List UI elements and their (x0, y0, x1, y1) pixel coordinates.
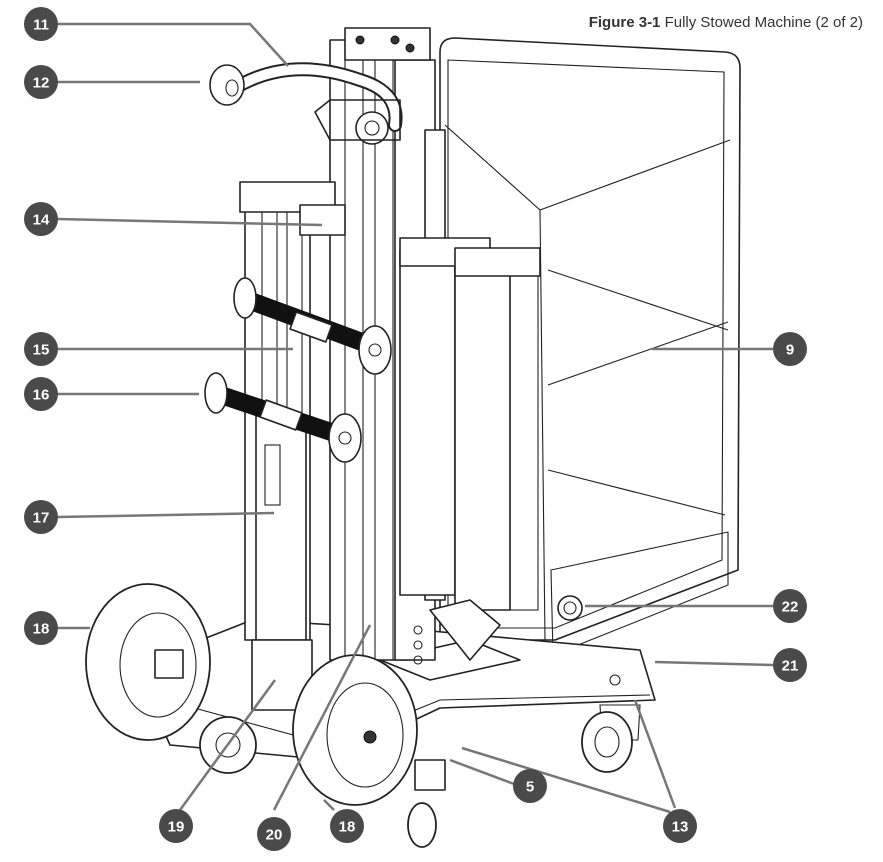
handle-assembly (209, 62, 403, 145)
callout-15-number: 15 (33, 342, 50, 359)
callout-16-number: 16 (33, 387, 50, 404)
callout-16: 16 (24, 377, 58, 411)
figure-label: Figure 3-1 (588, 14, 661, 31)
leader-5 (449, 758, 515, 786)
leader-20 (272, 624, 372, 811)
roller-bar-upper (233, 277, 392, 375)
roller-bar-lower (204, 372, 362, 463)
leader-18b (323, 799, 335, 811)
callout-12: 12 (24, 65, 58, 99)
callout-21-number: 21 (782, 658, 799, 675)
leader-11 (58, 22, 289, 67)
platform-basket (439, 37, 741, 656)
callout-18-front-wheel: 18 (330, 809, 364, 843)
callout-13-number: 13 (672, 819, 689, 836)
callout-14-number: 14 (33, 212, 50, 229)
callout-20: 20 (257, 817, 291, 851)
caster-front (407, 759, 446, 848)
transport-wheel-rear (85, 583, 211, 741)
callout-9: 9 (773, 332, 807, 366)
leader-19 (178, 679, 277, 811)
figure-caption: Figure 3-1 Fully Stowed Machine (2 of 2) (589, 14, 863, 31)
callout-21: 21 (773, 648, 807, 682)
leader-21 (654, 660, 774, 667)
callout-5-number: 5 (526, 779, 534, 796)
callout-19: 19 (159, 809, 193, 843)
callout-5: 5 (513, 769, 547, 803)
leader-17 (57, 511, 275, 519)
callout-14: 14 (24, 202, 58, 236)
callout-11-number: 11 (33, 17, 49, 34)
callout-11: 11 (24, 7, 58, 41)
callout-18-rear-wheel: 18 (24, 611, 58, 645)
caster-rear-right (581, 704, 641, 773)
leader-14 (57, 217, 323, 227)
callout-17-number: 17 (33, 510, 50, 527)
transport-wheel-front (292, 654, 418, 806)
callout-15: 15 (24, 332, 58, 366)
callout-18a-number: 18 (33, 621, 50, 638)
callout-12-number: 12 (33, 75, 50, 92)
callout-19-number: 19 (168, 819, 185, 836)
callout-22: 22 (773, 589, 807, 623)
outrigger-right (399, 237, 541, 661)
callout-18b-number: 18 (339, 819, 356, 836)
callout-17: 17 (24, 500, 58, 534)
callout-9-number: 9 (786, 342, 794, 359)
callout-13: 13 (663, 809, 697, 843)
callout-22-number: 22 (782, 599, 799, 616)
callout-20-number: 20 (266, 827, 283, 844)
leader-lines (57, 22, 774, 814)
leader-13a (633, 699, 677, 809)
leader-13b (461, 746, 671, 814)
figure-title: Fully Stowed Machine (2 of 2) (664, 14, 863, 31)
